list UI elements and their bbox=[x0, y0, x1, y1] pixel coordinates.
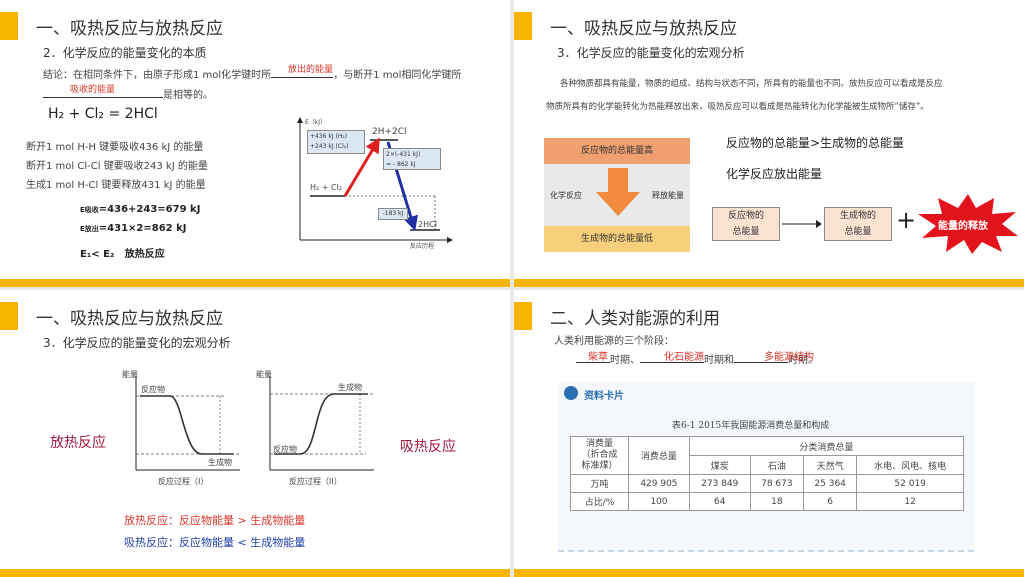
sub-col-oil: 石油 bbox=[749, 455, 805, 475]
slide-title: 一、吸热反应与放热反应 bbox=[36, 309, 223, 329]
intro-text: 人类利用能源的三个阶段： bbox=[554, 336, 674, 347]
col-group: 分类消费总量 bbox=[688, 436, 965, 456]
chart2-x: 反应过程（II） bbox=[289, 477, 342, 486]
rule-endothermic: 吸热反应：反应物能量 < 生成物能量 bbox=[124, 536, 306, 549]
chart2-end: 生成物 bbox=[338, 383, 362, 392]
bottom-bar bbox=[0, 279, 510, 287]
card-right: 释放能量 bbox=[652, 191, 684, 200]
chart-endothermic bbox=[269, 376, 374, 471]
burst-label: 能量的释放 bbox=[938, 221, 988, 232]
plus-icon: + bbox=[896, 206, 917, 234]
box-delta: -183 kJ bbox=[378, 208, 408, 220]
compare: E₁< E₂ 放热反应 bbox=[80, 249, 165, 260]
label-product: 2HCl bbox=[418, 220, 437, 229]
diagram-y-label: E（kJ） bbox=[305, 119, 327, 126]
table-title: 表6-1 2015年我国能源消费总量和构成 bbox=[672, 421, 830, 431]
stage-3: 多能源结构 bbox=[764, 352, 814, 363]
col-head: 消费量（折合成标准煤） bbox=[570, 436, 629, 475]
sub-col-clean: 水电、风电、核电 bbox=[856, 455, 964, 475]
accent-bar bbox=[0, 12, 18, 40]
slide-title: 二、人类对能源的利用 bbox=[550, 309, 720, 329]
card-top: 反应物的总能量高 bbox=[544, 138, 690, 164]
bottom-bar bbox=[0, 569, 510, 577]
chart2-y: 能量 bbox=[256, 370, 272, 379]
card-logo-icon bbox=[564, 386, 578, 400]
slide-1[interactable]: 一、吸热反应与放热反应 2．化学反应的能量变化的本质 结论：在相同条件下，由原子… bbox=[0, 0, 510, 287]
label-exothermic: 放热反应 bbox=[50, 435, 106, 451]
table-row: 占比/% 100 64 18 6 12 bbox=[570, 492, 964, 511]
slide-subtitle: 2．化学反应的能量变化的本质 bbox=[43, 46, 207, 60]
diagram-x-label: 反应历程 bbox=[410, 243, 435, 250]
energy-table: 消费量（折合成标准煤） 消费总量 分类消费总量 煤炭 石油 天然气 水电、风电、… bbox=[570, 436, 965, 511]
slide-title: 一、吸热反应与放热反应 bbox=[36, 19, 223, 39]
card-bottom: 生成物的总能量低 bbox=[544, 226, 690, 252]
conclusion-line1: 结论：在相同条件下，由原子形成1 mol化学键时所，与断开1 mol相同化学键所 bbox=[43, 66, 461, 81]
slide-subtitle: 3．化学反应的能量变化的宏观分析 bbox=[43, 336, 231, 350]
bond-line-1: 断开1 mol H-H 键要吸收436 kJ 的能量 bbox=[26, 142, 204, 153]
sub-col-gas: 天然气 bbox=[802, 455, 858, 475]
slide-3[interactable]: 一、吸热反应与放热反应 3．化学反应的能量变化的宏观分析 放热反应 吸热反应 能… bbox=[0, 290, 510, 577]
flow-box-product: 生成物的总能量 bbox=[824, 207, 892, 241]
bottom-bar bbox=[514, 279, 1024, 287]
down-arrow-icon bbox=[596, 168, 640, 216]
stage-2: 化石能源 bbox=[664, 352, 704, 363]
stages-line: 时期、时期和时期。 bbox=[576, 351, 818, 366]
rule-exothermic: 放热反应：反应物能量 > 生成物能量 bbox=[124, 514, 306, 527]
bottom-bar bbox=[514, 569, 1024, 577]
slide-4[interactable]: 二、人类对能源的利用 人类利用能源的三个阶段： 时期、时期和时期。 柴草 化石能… bbox=[514, 290, 1024, 577]
chart1-x: 反应过程（I） bbox=[158, 477, 209, 486]
accent-bar bbox=[514, 302, 532, 330]
chart-exothermic bbox=[135, 376, 240, 471]
table-row: 万吨 429 905 273 849 78 673 25 364 52 019 bbox=[570, 474, 964, 493]
paragraph-2: 物质所具有的化学能转化为热能释放出来，吸热反应可以看成是热能转化为化学能被生成物… bbox=[546, 102, 929, 112]
slide-subtitle: 3．化学反应的能量变化的宏观分析 bbox=[557, 46, 745, 60]
label-atoms: 2H+2Cl bbox=[372, 127, 407, 137]
accent-bar bbox=[0, 302, 18, 330]
fill-answer-1: 放出的能量 bbox=[288, 65, 334, 75]
e-release: E放出=431×2=862 kJ bbox=[80, 223, 187, 234]
box-absorb: +436 kJ (H₂)+243 kJ (Cl₂) bbox=[307, 130, 365, 154]
data-card: 资料卡片 表6-1 2015年我国能源消费总量和构成 消费量（折合成标准煤） 消… bbox=[558, 382, 974, 552]
statement-1: 反应物的总能量>生成物的总能量 bbox=[726, 136, 905, 150]
slide-title: 一、吸热反应与放热反应 bbox=[550, 19, 737, 39]
bond-line-2: 断开1 mol Cl-Cl 键要吸收243 kJ 的能量 bbox=[26, 161, 208, 172]
box-release: 2×(-431 kJ)= - 862 kJ bbox=[383, 148, 441, 170]
chart2-start: 反应物 bbox=[273, 445, 297, 454]
flow-box-reactant: 反应物的总能量 bbox=[712, 207, 780, 241]
accent-bar bbox=[514, 12, 532, 40]
flow-arrow-icon bbox=[782, 220, 822, 228]
chart1-end: 生成物 bbox=[208, 458, 232, 467]
equation: H₂ + Cl₂ = 2HCl bbox=[48, 106, 158, 122]
e-absorb: E吸收=436+243=679 kJ bbox=[80, 204, 201, 215]
slide-2[interactable]: 一、吸热反应与放热反应 3．化学反应的能量变化的宏观分析 各种物质都具有能量，物… bbox=[514, 0, 1024, 287]
statement-2: 化学反应放出能量 bbox=[726, 167, 823, 181]
fill-answer-2: 吸收的能量 bbox=[70, 85, 116, 95]
sub-col-coal: 煤炭 bbox=[688, 455, 751, 475]
conclusion-line2: 是相等的。 bbox=[43, 86, 213, 101]
label-reactant: H₂ + Cl₂ bbox=[310, 183, 343, 192]
bond-line-3: 生成1 mol H-Cl 键要释放431 kJ 的能量 bbox=[26, 180, 206, 191]
chart1-start: 反应物 bbox=[141, 385, 165, 394]
energy-diagram bbox=[297, 117, 453, 243]
paragraph-1: 各种物质都具有能量，物质的组成、结构与状态不同，所具有的能量也不同。放热反应可以… bbox=[560, 79, 943, 89]
card-left: 化学反应 bbox=[550, 191, 582, 200]
illustration-card: 反应物的总能量高 生成物的总能量低 化学反应 释放能量 bbox=[544, 138, 690, 252]
col-total: 消费总量 bbox=[628, 436, 690, 475]
chart1-y: 能量 bbox=[122, 370, 138, 379]
label-endothermic: 吸热反应 bbox=[400, 439, 456, 455]
burst-icon bbox=[918, 194, 1018, 254]
card-header: 资料卡片 bbox=[584, 391, 624, 402]
stage-1: 柴草 bbox=[588, 352, 608, 363]
arrow-absorb bbox=[343, 137, 380, 197]
